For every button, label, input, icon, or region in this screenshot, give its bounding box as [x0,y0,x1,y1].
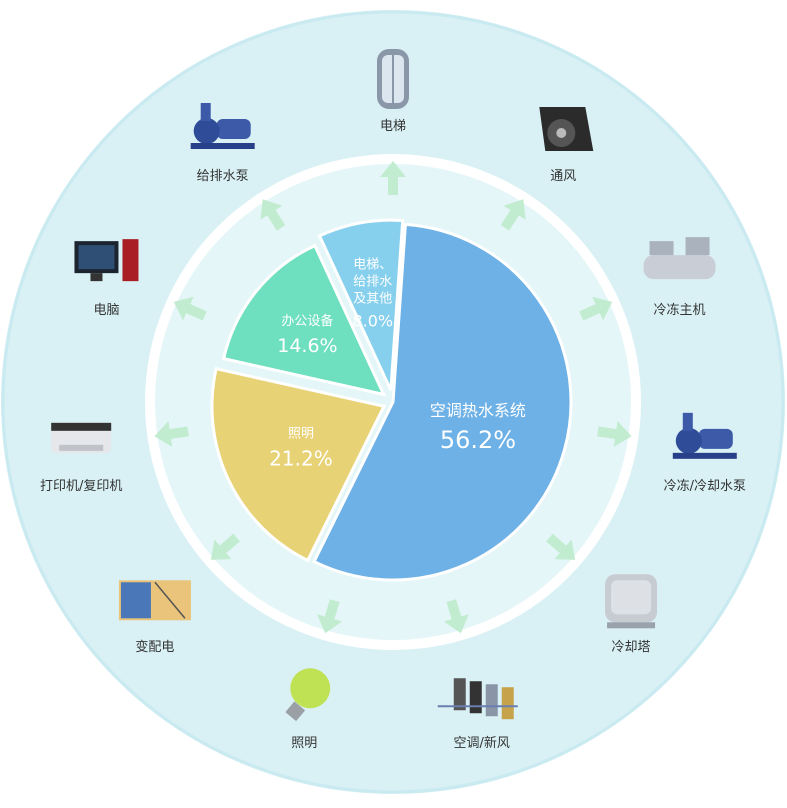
outward-arrow [579,296,613,321]
equipment-label: 冷冻/冷却水泵 [663,478,746,494]
slice-group [210,218,573,582]
outward-arrow [210,533,240,560]
equipment-label: 给排水泵 [196,169,249,184]
equipment-label: 照明 [291,736,318,752]
outward-arrow [546,533,576,560]
pie-slice [312,222,573,582]
drainage-pump-icon [190,103,255,150]
equipment-label: 电梯 [379,119,407,134]
slice-name-label: 电梯、 [353,257,392,272]
slice-value-label: 56.2% [440,426,516,454]
slice-value-label: 14.6% [277,335,337,357]
ventilation-fan-icon [539,107,594,152]
icon-group [51,49,737,722]
equipment-label: 变配电 [135,640,175,656]
equipment-label: 冷冻主机 [653,303,706,319]
slice-value-label: 8.0% [352,311,393,330]
slice-value-label: 21.2% [269,446,333,470]
elevator-icon [377,49,409,109]
equipment-label: 空调/新风 [453,736,510,752]
pie-slice [210,366,387,563]
outward-arrow [380,161,406,195]
equipment-label: 冷却塔 [611,640,651,656]
slice-name-label: 办公设备 [281,313,333,329]
outward-arrow [173,296,207,321]
outward-arrow [154,421,189,447]
power-distribution-icon [118,580,191,621]
cooling-tower-icon [605,574,658,629]
slice-name-label: 空调热水系统 [430,401,526,420]
pie-slice [221,243,387,397]
slice-name-label: 照明 [288,426,314,441]
pie-slice [317,218,405,391]
air-handler-icon [437,678,518,720]
equipment-label: 打印机/复印机 [40,478,123,494]
printer-icon [51,422,112,453]
slice-name-label: 及其他 [353,291,392,306]
slice-name-label: 给排水 [353,274,392,289]
light-bulb-icon [285,668,331,722]
outward-arrow [317,599,343,634]
outward-arrow [500,199,526,231]
computer-icon [74,239,139,282]
equipment-label: 电脑 [93,303,120,319]
outward-arrow [597,421,632,447]
water-pump-icon [672,412,737,459]
outward-arrow [260,199,286,231]
chiller-icon [643,237,716,280]
outward-arrow [443,599,469,634]
outer-ring-edge [1,10,785,794]
equipment-label: 通风 [550,169,577,184]
arrow-group [154,161,632,634]
